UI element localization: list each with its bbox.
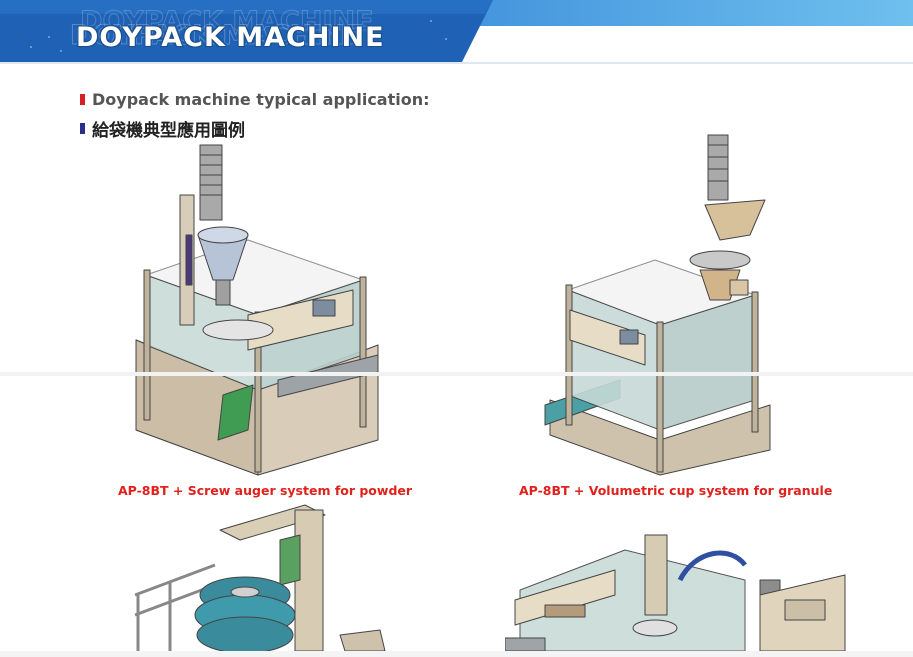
intro-english-line: Doypack machine typical application: — [80, 90, 430, 109]
intro-english-text: Doypack machine typical application: — [92, 90, 430, 109]
blue-bullet-icon — [80, 123, 85, 134]
caption-screw-auger: AP-8BT + Screw auger system for powder — [118, 483, 413, 498]
header-band-graphic: DOYPACK MACHINE DOYPACK MACHINE — [0, 0, 913, 64]
intro-chinese-line: 給袋機典型應用圖例 — [80, 116, 245, 141]
header-watermark-text-2: DOYPACK MACHINE — [80, 6, 374, 37]
machine-screw-auger-illustration — [135, 144, 379, 476]
red-bullet-icon — [80, 94, 85, 105]
page-seam-divider — [0, 372, 913, 376]
header-watermark-text: DOYPACK MACHINE — [70, 20, 364, 51]
intro-chinese-text: 給袋機典型應用圖例 — [92, 121, 245, 141]
machine-multihead-weigher-illustration — [134, 504, 386, 651]
header-banner: DOYPACK MACHINE DOYPACK MACHINE DOYPACK … — [0, 0, 913, 64]
machine-liquid-filler-illustration — [505, 534, 846, 651]
machine-volumetric-cup-illustration — [544, 134, 771, 476]
caption-volumetric-cup: AP-8BT + Volumetric cup system for granu… — [519, 483, 833, 498]
page-title: DOYPACK MACHINE — [76, 22, 385, 53]
bottom-edge — [0, 651, 913, 657]
